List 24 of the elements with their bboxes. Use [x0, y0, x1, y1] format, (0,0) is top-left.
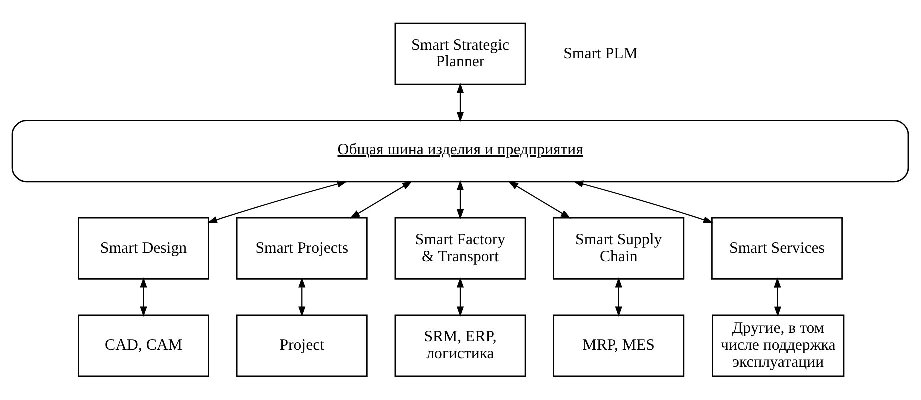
arrow [456, 278, 464, 317]
node-box: Smart Supply Chain [553, 217, 685, 280]
arrow [207, 180, 348, 224]
arrow [774, 278, 782, 317]
arrow [298, 278, 306, 317]
label: Smart PLM [564, 45, 638, 62]
arrow [350, 181, 413, 219]
node-box: Smart Factory & Transport [394, 217, 526, 280]
arrow [456, 180, 464, 220]
node-box: CAD, CAM [78, 314, 210, 378]
node-box: Smart Services [712, 217, 843, 280]
arrow [615, 278, 622, 317]
node-box: Smart Design [78, 217, 210, 280]
node-box: SRM, ERP, логистика [394, 314, 526, 378]
node-box: MRP, MES [553, 314, 685, 378]
arrow [508, 181, 572, 219]
node-box: Smart Strategic Planner [394, 22, 526, 86]
arrow [573, 180, 714, 224]
node-box: Smart Projects [236, 217, 368, 280]
node-box: Project [236, 314, 368, 378]
arrow [140, 278, 148, 317]
node-box: Общая шина изделия и предприятия [12, 120, 910, 183]
arrow [456, 83, 464, 122]
node-box: Другие, в том числе поддержка эксплуатации [712, 314, 845, 378]
